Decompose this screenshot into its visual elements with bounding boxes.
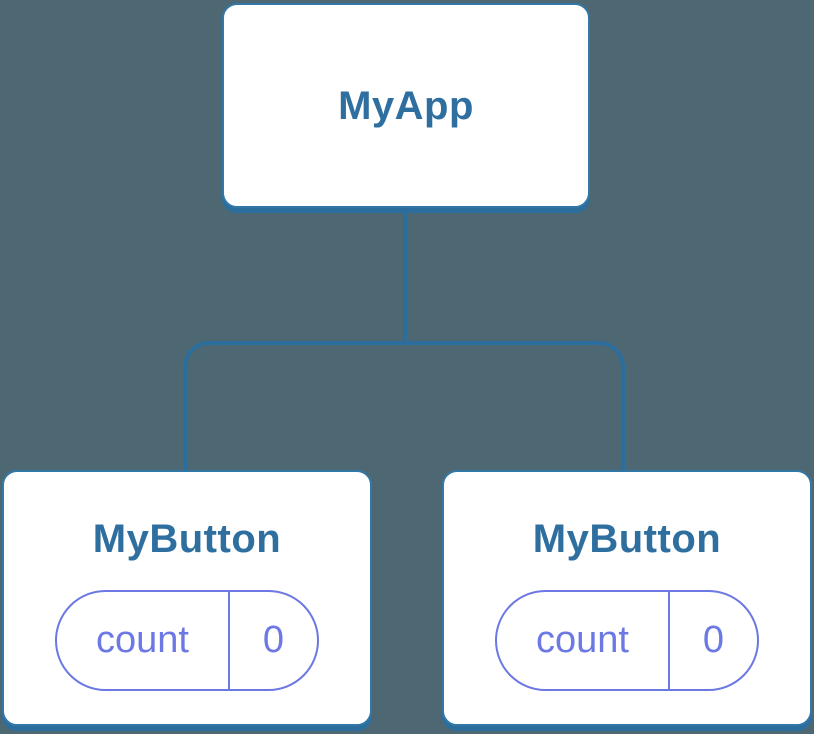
component-card-root: MyApp (222, 3, 590, 208)
state-label: count (497, 592, 670, 689)
state-pill: count 0 (495, 590, 759, 691)
component-title-child-2: MyButton (532, 517, 722, 561)
state-pill: count 0 (55, 590, 319, 691)
component-title-child-1: MyButton (92, 517, 282, 561)
connector-branch-line (183, 341, 625, 472)
state-value: 0 (262, 619, 285, 661)
connector-root-line (403, 211, 407, 345)
component-card-child-1: MyButton count 0 (2, 470, 372, 726)
component-title-root: MyApp (338, 83, 474, 128)
component-card-child-2: MyButton count 0 (442, 470, 812, 726)
state-value: 0 (702, 619, 725, 661)
state-label: count (57, 592, 230, 689)
